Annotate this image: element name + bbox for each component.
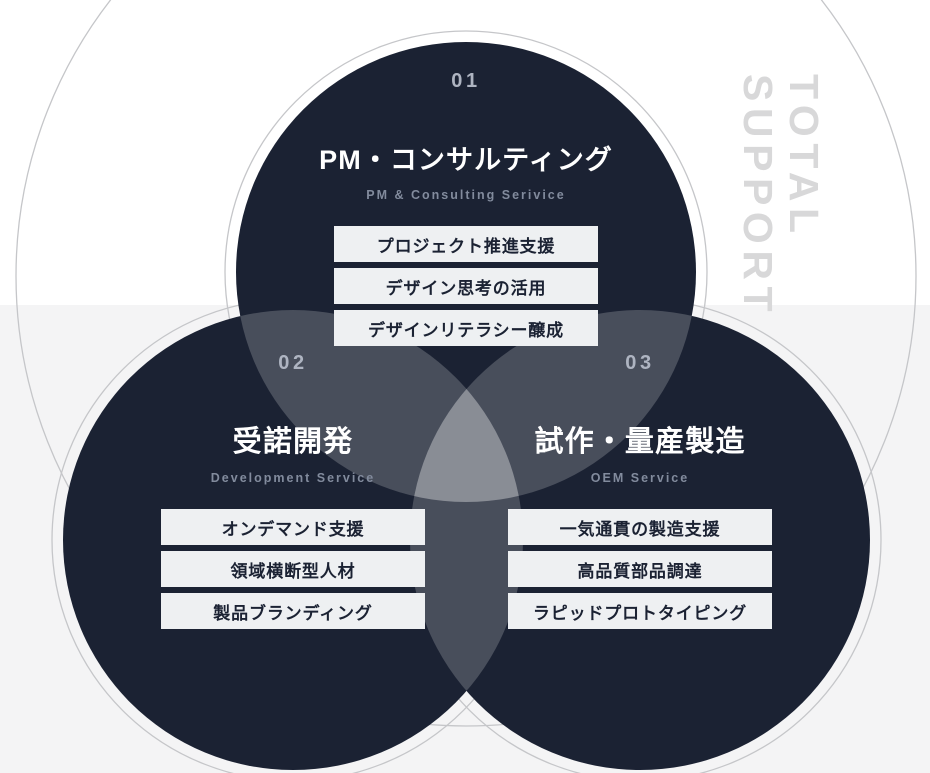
circle-03-subtitle: OEM Service <box>590 471 690 485</box>
circle-02-items: オンデマンド支援 領域横断型人材 製品ブランディング <box>161 509 425 629</box>
service-item: 一気通貫の製造支援 <box>508 509 772 545</box>
service-item: デザインリテラシー醸成 <box>334 310 598 346</box>
service-item: ラピッドプロトタイピング <box>508 593 772 629</box>
service-item: 領域横断型人材 <box>161 551 425 587</box>
large-outline-circle <box>15 0 917 727</box>
circle-03-items: 一気通貫の製造支援 高品質部品調達 ラピッドプロトタイピング <box>508 509 772 629</box>
circle-02-content: 02 受諾開発 Development Service オンデマンド支援 領域横… <box>133 352 453 629</box>
circle-03-title: 試作・量産製造 <box>534 426 746 458</box>
watermark-total-support: TOTAL SUPPORT <box>735 74 827 319</box>
overlap-lens-top-right <box>410 310 696 502</box>
circle-02-title: 受諾開発 <box>232 426 354 458</box>
service-item: 製品ブランディング <box>161 593 425 629</box>
circle-03-number: 03 <box>625 352 655 374</box>
circle-02-subtitle: Development Service <box>210 471 376 485</box>
overlap-lens-top-left <box>236 310 523 502</box>
watermark-line-total: TOTAL <box>781 74 827 240</box>
circle-01-content: 01 PM・コンサルティング PM & Consulting Serivice … <box>306 70 626 346</box>
circle-01-items: プロジェクト推進支援 デザイン思考の活用 デザインリテラシー醸成 <box>334 226 598 346</box>
watermark-line-support: SUPPORT <box>735 74 781 319</box>
circle-01-title: PM・コンサルティング <box>319 145 613 175</box>
service-item: デザイン思考の活用 <box>334 268 598 304</box>
service-item: プロジェクト推進支援 <box>334 226 598 262</box>
circle-01-number: 01 <box>451 70 481 92</box>
circle-03-content: 03 試作・量産製造 OEM Service 一気通貫の製造支援 高品質部品調達… <box>480 352 800 629</box>
circle-01-subtitle: PM & Consulting Serivice <box>366 188 566 202</box>
service-item: 高品質部品調達 <box>508 551 772 587</box>
service-item: オンデマンド支援 <box>161 509 425 545</box>
circle-02-number: 02 <box>278 352 308 374</box>
